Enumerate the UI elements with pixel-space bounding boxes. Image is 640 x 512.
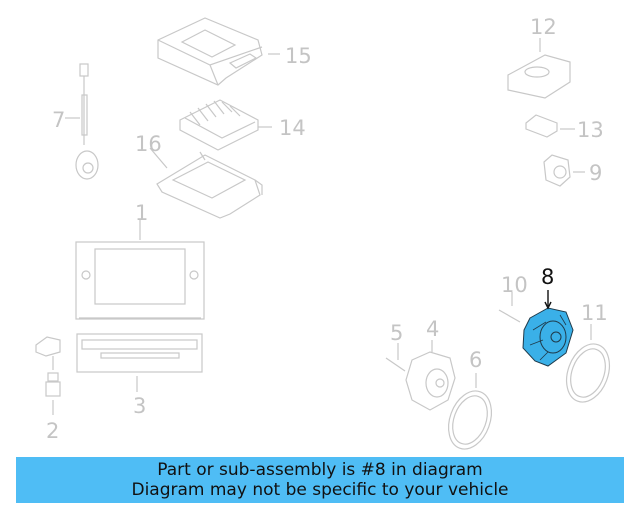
part-4-speaker[interactable] — [405, 340, 456, 411]
callout-10[interactable]: 10 — [501, 273, 528, 297]
callout-1[interactable]: 1 — [135, 201, 149, 225]
part-9-tweeter[interactable] — [543, 154, 585, 187]
callout-5[interactable]: 5 — [390, 321, 404, 345]
part-8-speaker-highlighted[interactable] — [522, 290, 574, 367]
callout-15[interactable]: 15 — [285, 44, 312, 68]
callout-12[interactable]: 12 — [530, 15, 557, 39]
callout-14[interactable]: 14 — [279, 116, 306, 140]
callout-8[interactable]: 8 — [541, 265, 555, 289]
part-2-connector[interactable] — [35, 336, 61, 415]
part-11-gasket-ring[interactable] — [559, 324, 617, 408]
callout-2[interactable]: 2 — [46, 419, 60, 443]
part-16-bracket[interactable] — [149, 147, 263, 219]
part-5-screw[interactable] — [385, 343, 406, 372]
callout-4[interactable]: 4 — [426, 317, 440, 341]
callout-11[interactable]: 11 — [581, 301, 608, 325]
part-10-screw[interactable] — [498, 292, 521, 323]
banner-line-1: Part or sub-assembly is #8 in diagram — [157, 460, 483, 480]
part-7-antenna-cable[interactable] — [65, 63, 99, 180]
callout-3[interactable]: 3 — [133, 394, 147, 418]
callout-6[interactable]: 6 — [469, 348, 483, 372]
banner-line-2: Diagram may not be specific to your vehi… — [131, 480, 509, 500]
part-6-gasket-ring[interactable] — [441, 373, 499, 455]
part-3-media-unit[interactable] — [76, 333, 203, 392]
part-13-module[interactable] — [525, 114, 575, 138]
callout-16[interactable]: 16 — [135, 132, 162, 156]
info-banner: Part or sub-assembly is #8 in diagram Di… — [16, 457, 624, 503]
part-15-module-cover[interactable] — [157, 17, 280, 86]
callout-9[interactable]: 9 — [589, 161, 603, 185]
part-12-subwoofer[interactable] — [507, 38, 571, 99]
part-14-amplifier[interactable] — [179, 99, 272, 151]
callout-13[interactable]: 13 — [577, 118, 604, 142]
callout-7[interactable]: 7 — [52, 108, 66, 132]
part-1-display-unit[interactable] — [75, 220, 205, 320]
